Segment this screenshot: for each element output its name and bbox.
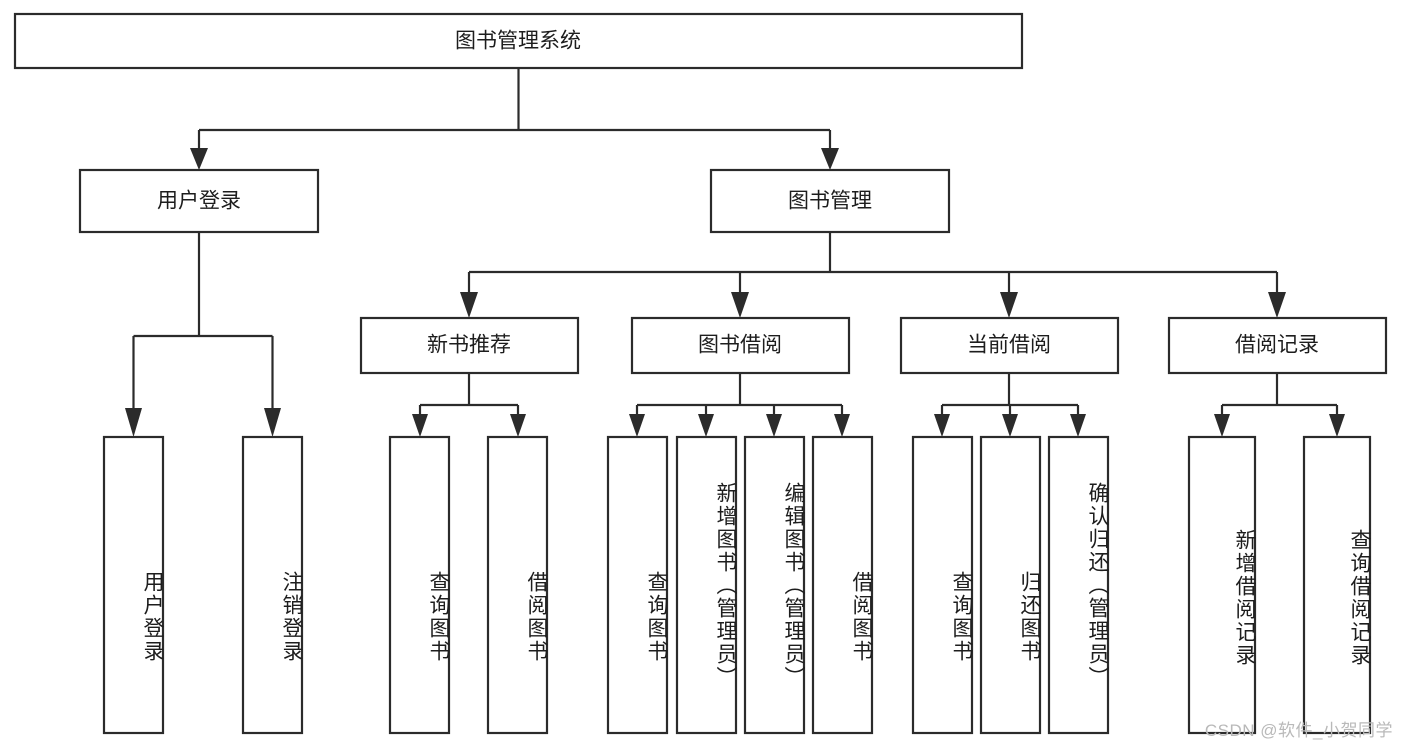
connector-layer: [125, 68, 1345, 437]
arrow-head-leaf-current-borrow-2: [1002, 414, 1018, 437]
node-book-borrow-label: 图书借阅: [698, 334, 782, 357]
leaf-box-book-borrow-3[interactable]: [743, 435, 806, 735]
leaf-box-book-borrow-4[interactable]: [811, 435, 874, 735]
arrow-head-borrow-record: [1268, 292, 1286, 318]
arrow-head-book-mgmt: [821, 148, 839, 170]
node-root[interactable]: [13, 12, 1024, 70]
node-new-book-recommend[interactable]: [359, 316, 580, 375]
arrow-head-leaf-new-book-1: [412, 414, 428, 437]
arrow-head-leaf-borrow-record-2: [1329, 414, 1345, 437]
arrow-head-leaf-new-book-2: [510, 414, 526, 437]
leaf-box-new-book-2[interactable]: [486, 435, 549, 735]
arrow-head-leaf-user-login-1: [125, 408, 142, 437]
node-current-borrow-label: 当前借阅: [967, 334, 1051, 357]
arrow-head-leaf-book-borrow-4: [834, 414, 850, 437]
leaf-box-new-book-1[interactable]: [388, 435, 451, 735]
leaf-box-borrow-record-1[interactable]: [1187, 435, 1257, 735]
arrow-head-user-login: [190, 148, 208, 170]
node-book-management-label: 图书管理: [788, 190, 872, 213]
node-box-layer: [13, 12, 1388, 735]
leaf-box-user-login-2[interactable]: [241, 435, 304, 735]
leaf-box-current-borrow-3[interactable]: [1047, 435, 1110, 735]
node-book-management[interactable]: [709, 168, 951, 234]
arrow-head-book-borrow: [731, 292, 749, 318]
node-root-label: 图书管理系统: [455, 30, 581, 53]
leaf-box-borrow-record-2[interactable]: [1302, 435, 1372, 735]
node-current-borrow[interactable]: [899, 316, 1120, 375]
node-user-login-label: 用户登录: [157, 190, 241, 213]
arrow-head-current-borrow: [1000, 292, 1018, 318]
watermark-text: CSDN @软件_小贺同学: [1204, 721, 1393, 740]
leaf-box-current-borrow-1[interactable]: [911, 435, 974, 735]
arrow-head-leaf-book-borrow-2: [698, 414, 714, 437]
arrow-head-leaf-user-login-2: [264, 408, 281, 437]
horizontal-label-layer: 图书管理系统 用户登录 图书管理 新书推荐 图书借阅 当前借阅 借阅记录: [157, 30, 1319, 357]
arrow-head-leaf-book-borrow-1: [629, 414, 645, 437]
arrow-head-leaf-borrow-record-1: [1214, 414, 1230, 437]
arrow-head-new-book-recommend: [460, 292, 478, 318]
leaf-box-book-borrow-1[interactable]: [606, 435, 669, 735]
node-new-book-recommend-label: 新书推荐: [427, 334, 511, 357]
node-book-borrow[interactable]: [630, 316, 851, 375]
arrow-head-leaf-current-borrow-3: [1070, 414, 1086, 437]
leaf-box-current-borrow-2[interactable]: [979, 435, 1042, 735]
leaf-box-user-login-1[interactable]: [102, 435, 165, 735]
arrow-head-leaf-book-borrow-3: [766, 414, 782, 437]
node-user-login[interactable]: [78, 168, 320, 234]
node-borrow-record-label: 借阅记录: [1235, 334, 1319, 357]
leaf-box-book-borrow-2[interactable]: [675, 435, 738, 735]
arrow-head-leaf-current-borrow-1: [934, 414, 950, 437]
node-borrow-record[interactable]: [1167, 316, 1388, 375]
